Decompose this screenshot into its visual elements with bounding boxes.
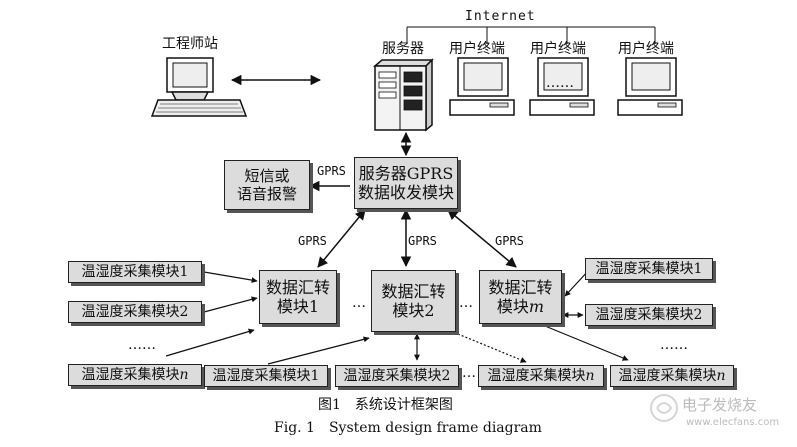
bottom-sensor-n-label: 温湿度采集模块n	[487, 368, 594, 385]
left-sensor-n-box: 温湿度采集模块n	[68, 364, 202, 386]
relay-2-line1: 数据汇转	[381, 281, 446, 301]
right-sensor-2-label: 温湿度采集模块2	[595, 306, 703, 323]
server-icon	[372, 58, 434, 132]
user-terminal-3-icon	[617, 57, 683, 116]
bottom-sensor-1-box: 温湿度采集模块1	[204, 365, 328, 387]
relay-m-line2-prefix: 模块	[496, 297, 529, 316]
user-terminal-1-icon	[449, 57, 515, 116]
relay-2-line2: 模块2	[392, 301, 435, 320]
gprs-relaym-link	[447, 209, 517, 268]
left-sensor1-relay1-link	[203, 271, 258, 284]
relay-module-m: 数据汇转 模块m	[479, 270, 562, 324]
right-ellipsis: ……	[660, 337, 688, 353]
server-gprs-module-box: 服务器GPRS 数据收发模块	[354, 157, 458, 209]
relay-module-2: 数据汇转 模块2	[371, 270, 456, 332]
user-terminal-2-icon	[529, 57, 595, 116]
internet-label: Internet	[465, 9, 536, 24]
left-sensor-n-label: 温湿度采集模块n	[81, 367, 188, 384]
sms-box-line1: 短信或	[244, 167, 290, 185]
relay-m-line1: 数据汇转	[488, 277, 553, 297]
bottom-sensor-2-box: 温湿度采集模块2	[335, 365, 459, 387]
watermark-url: www.elecfans.com	[686, 417, 780, 428]
left-ellipsis: ……	[128, 337, 156, 353]
relay-ellipsis-1: …	[352, 295, 366, 311]
bottom-sensor-n-box: 温湿度采集模块n	[478, 365, 604, 387]
bottom-sensor-1-label: 温湿度采集模块1	[212, 367, 320, 384]
gprs-label-right: GPRS	[495, 234, 524, 248]
left-sensor-n-prefix: 温湿度采集模块	[81, 366, 180, 383]
bottom-sensor-2-label: 温湿度采集模块2	[343, 367, 451, 384]
right-sensor-n-label: 温湿度采集模块n	[618, 368, 725, 385]
gprs-label-center: GPRS	[408, 234, 437, 248]
left-sensor-2-label: 温湿度采集模块2	[81, 303, 189, 320]
relay-1-line2: 模块1	[276, 297, 320, 316]
relay-ellipsis-2: …	[459, 295, 473, 311]
right-sensor-n-box: 温湿度采集模块n	[610, 365, 734, 387]
bottom-ellipsis: …	[462, 365, 476, 381]
right-sensor-n-sub: n	[716, 367, 726, 384]
right-sensor-1-box: 温湿度采集模块1	[585, 258, 713, 280]
relay-module-1: 数据汇转 模块1	[259, 270, 337, 324]
right-sensor-n-prefix: 温湿度采集模块	[618, 367, 717, 384]
left-sensorn-relay1-link	[165, 328, 255, 357]
sms-box-line2: 语音报警	[236, 185, 297, 203]
watermark-logo	[650, 394, 678, 422]
user-terminal-1-label: 用户终端	[449, 41, 505, 57]
gprs-box-line1: 服务器GPRS	[358, 163, 454, 183]
user-terminal-3-label: 用户终端	[618, 41, 674, 57]
left-sensor-2-box: 温湿度采集模块2	[68, 301, 202, 323]
caption-chinese: 图1 系统设计框架图	[318, 397, 453, 413]
engineer-station-label: 工程师站	[162, 36, 218, 52]
gprs-relay1-link	[317, 209, 366, 268]
relay-m-line2-sub: m	[528, 297, 545, 316]
left-sensor-n-sub: n	[179, 366, 189, 383]
caption-english: Fig. 1 System design frame diagram	[274, 420, 542, 436]
gprs-label-sms: GPRS	[317, 164, 346, 178]
gprs-label-left: GPRS	[298, 234, 327, 248]
engineer-computer-icon	[150, 57, 248, 117]
relay-m-line2: 模块m	[497, 297, 544, 316]
sms-voice-alarm-box: 短信或 语音报警	[224, 160, 310, 210]
right-sensor-2-box: 温湿度采集模块2	[585, 304, 713, 326]
bottom-sensor1-relay2-link	[267, 336, 370, 365]
bottom-sensor-n-sub: n	[585, 367, 595, 384]
bottom-sensorn-relay2-link	[457, 333, 527, 363]
right-sensor-1-label: 温湿度采集模块1	[595, 260, 703, 277]
bottom-sensor-n-prefix: 温湿度采集模块	[487, 367, 586, 384]
gprs-box-line2: 数据收发模块	[357, 183, 454, 202]
watermark-title: 电子发烧友	[682, 396, 758, 414]
internet-bus	[406, 26, 656, 44]
left-sensor-1-box: 温湿度采集模块1	[68, 261, 202, 283]
right-sensorn-relaym-link	[544, 325, 629, 361]
server-label: 服务器	[382, 41, 424, 57]
left-sensor2-relay1-link	[203, 296, 258, 313]
left-sensor-1-label: 温湿度采集模块1	[81, 263, 189, 280]
terminal-ellipsis: ……	[546, 75, 574, 91]
user-terminal-2-label: 用户终端	[530, 41, 586, 57]
relay-1-line1: 数据汇转	[265, 277, 330, 297]
